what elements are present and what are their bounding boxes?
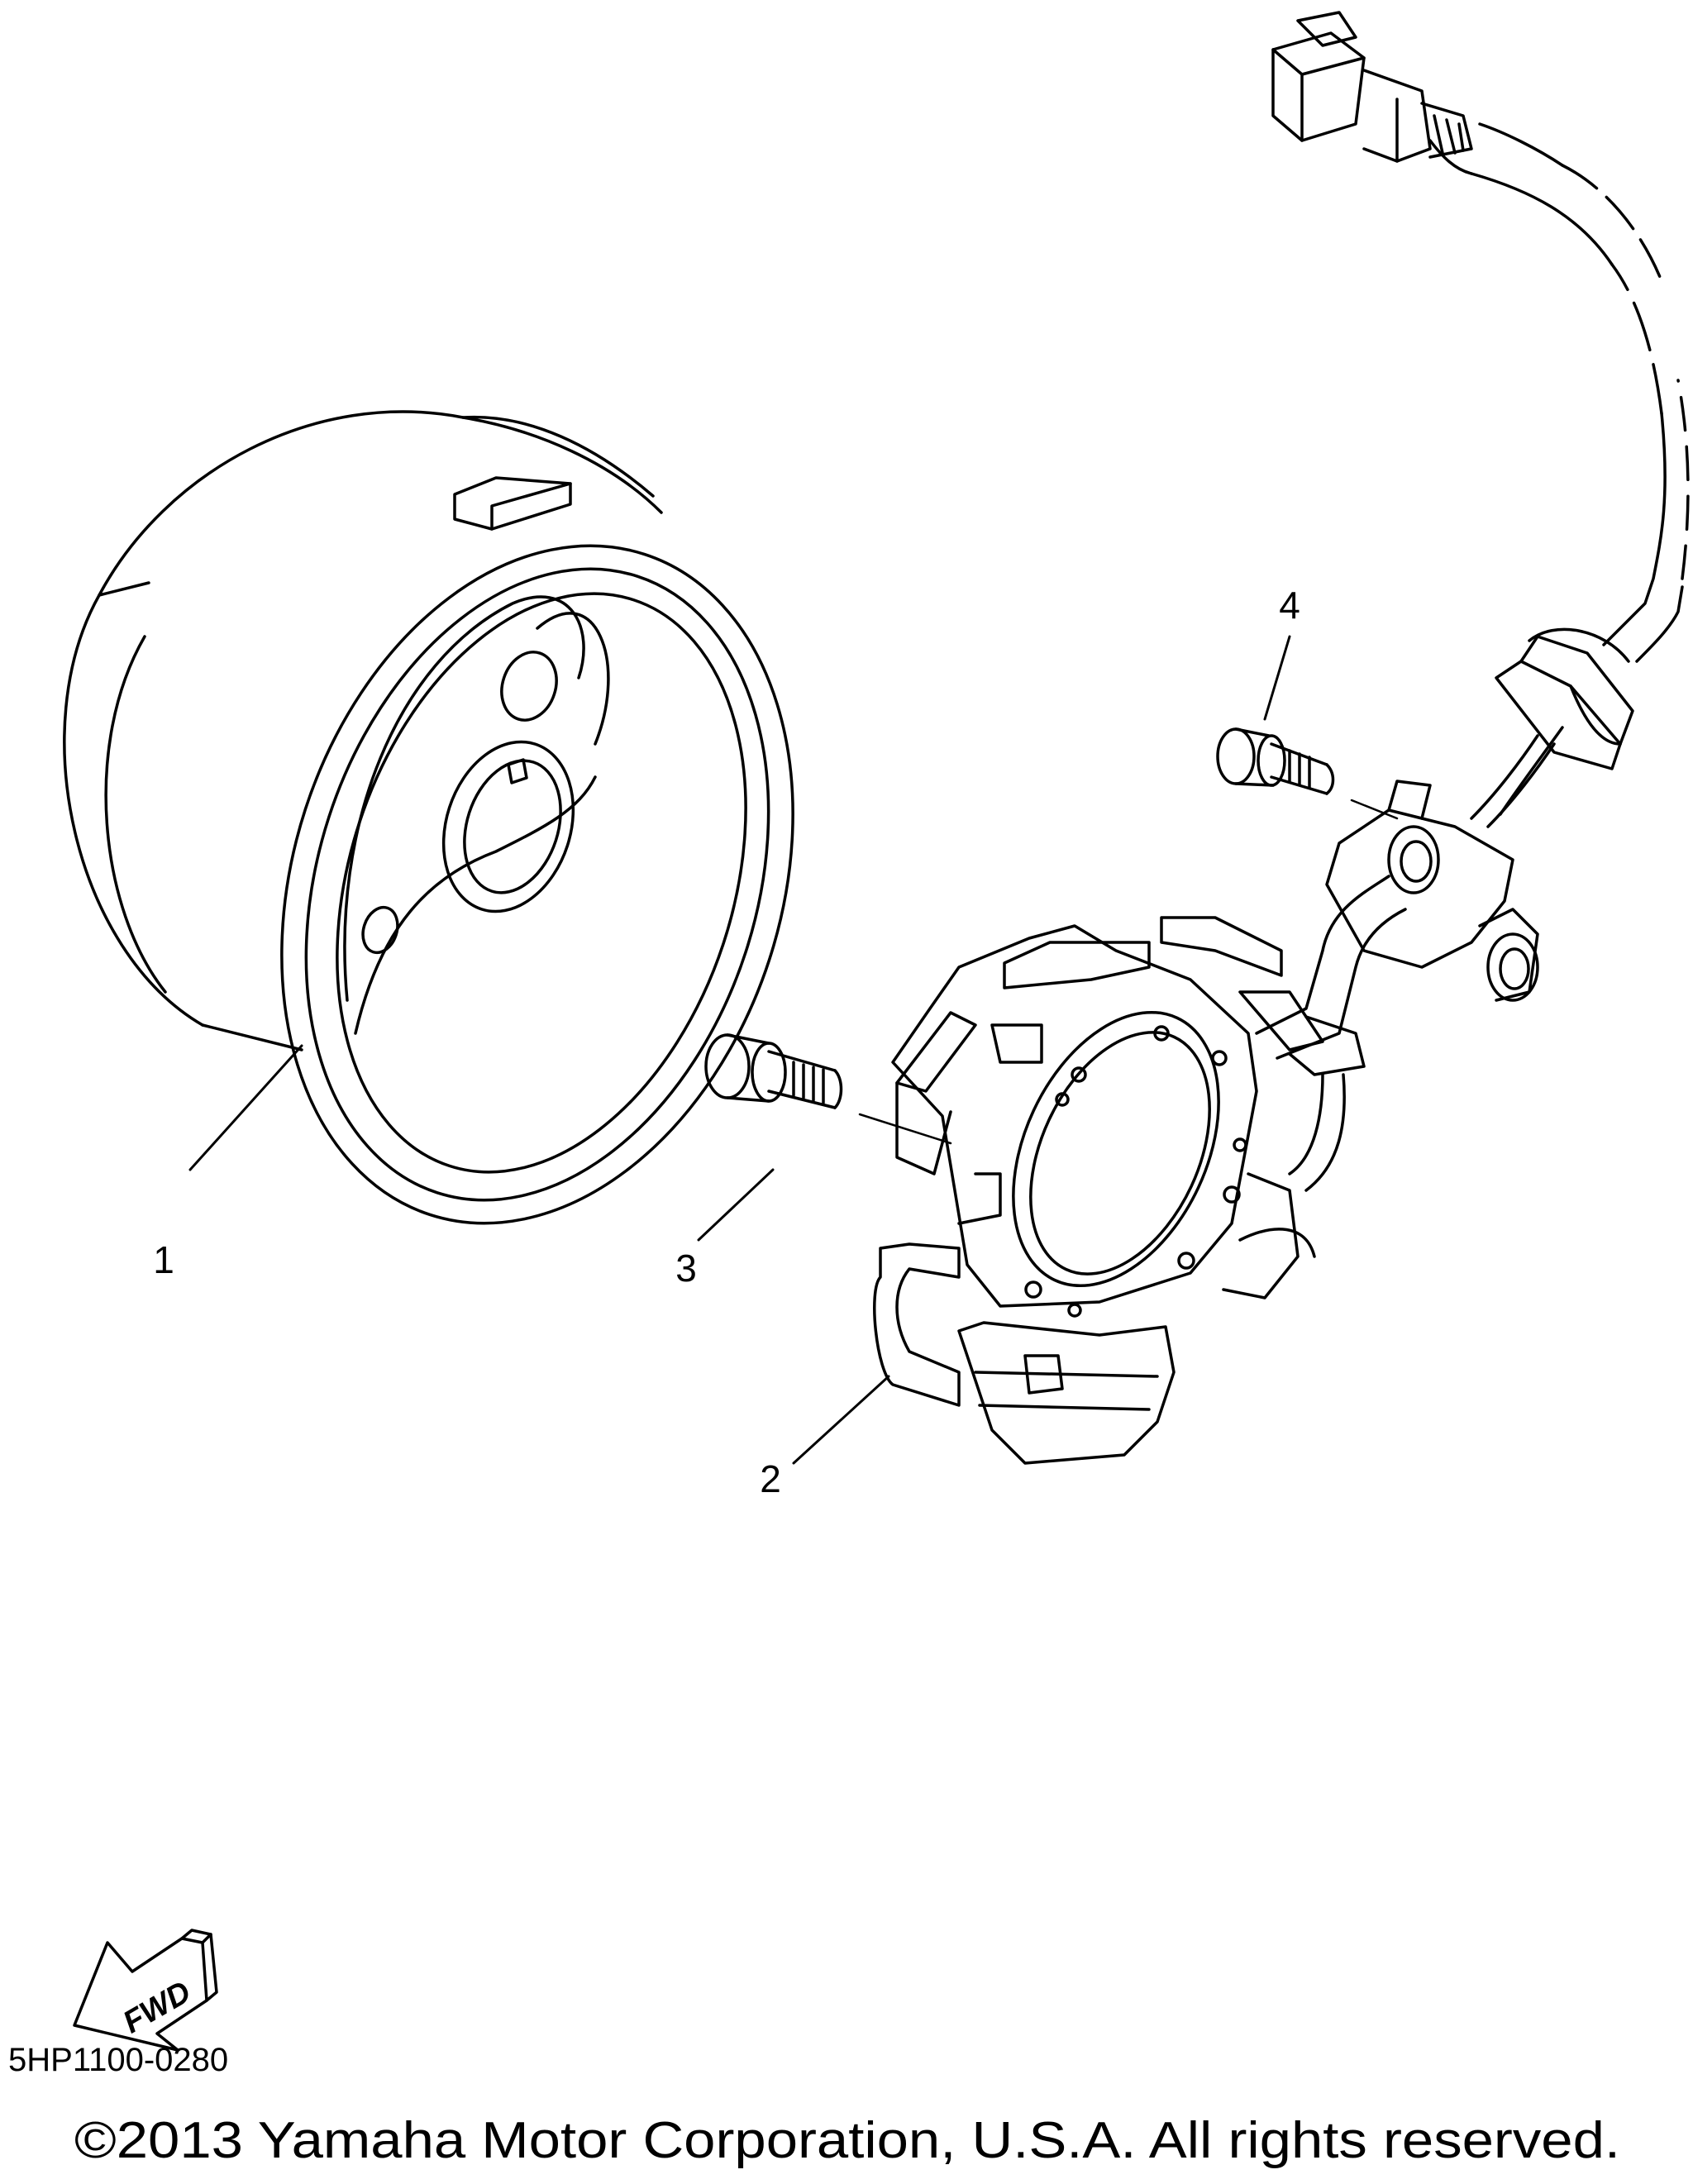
fwd-label: FWD <box>117 1975 197 2041</box>
leader-lines <box>188 635 1291 1465</box>
leader-3 <box>697 1168 775 1242</box>
stator-bolt <box>704 1033 952 1145</box>
leader-4 <box>1263 635 1291 721</box>
part-label-4: 4 <box>1279 584 1300 627</box>
leader-1 <box>188 1044 303 1171</box>
clamp-bolt <box>1216 727 1399 820</box>
part-label-2: 2 <box>760 1457 781 1500</box>
copyright-notice: ©2013 Yamaha Motor Corporation, U.S.A. A… <box>74 2112 1620 2169</box>
stator-assembly <box>873 11 1690 1465</box>
leader-2 <box>792 1375 890 1465</box>
diagram-code: 5HP1100-0280 <box>8 2042 228 2078</box>
fwd-arrow-icon <box>73 1929 218 2052</box>
part-label-1: 1 <box>153 1238 174 1281</box>
rotor-flywheel <box>63 410 794 1225</box>
part-label-3: 3 <box>675 1247 697 1290</box>
